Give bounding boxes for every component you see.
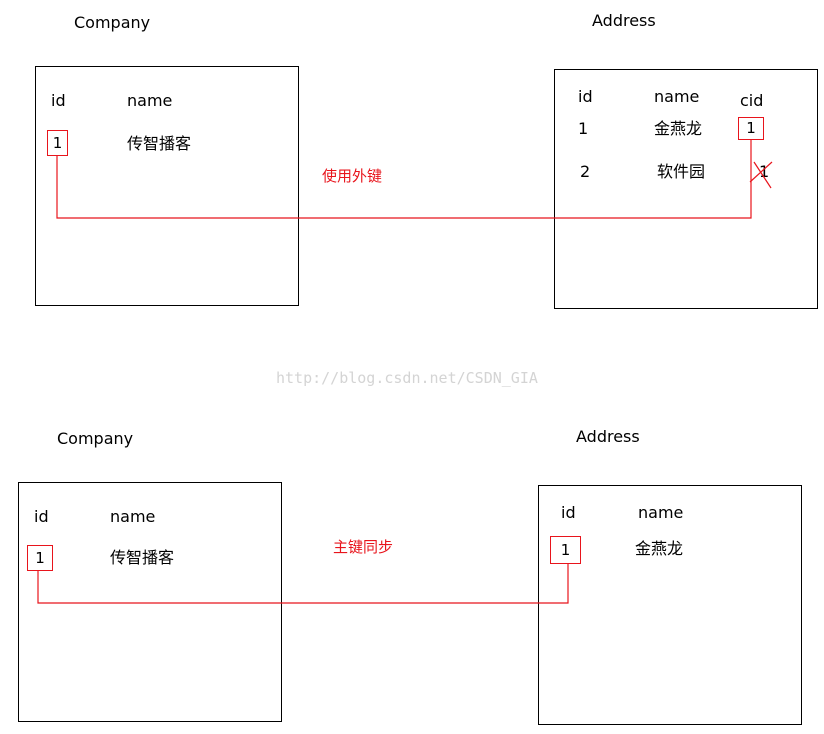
bottom-company-title: Company <box>57 429 134 448</box>
top-address-row1-id: 1 <box>578 119 589 138</box>
top-address-row2-name: 软件园 <box>657 162 706 181</box>
top-address-row2-id: 2 <box>580 162 591 181</box>
top-company-pk-box: 1 <box>47 130 68 156</box>
top-address-col-cid: cid <box>740 91 764 110</box>
bottom-company-pk-box: 1 <box>27 545 53 571</box>
top-company-table-box <box>35 66 299 306</box>
top-company-row-name: 传智播客 <box>127 134 192 153</box>
bottom-address-table-box <box>538 485 802 725</box>
bottom-address-title: Address <box>576 427 640 446</box>
top-relation-label: 使用外键 <box>322 167 383 185</box>
top-address-fk-box: 1 <box>738 117 764 140</box>
bottom-company-row-id: 1 <box>35 548 45 567</box>
top-address-row1-cid: 1 <box>746 119 756 137</box>
top-address-row2-cid: 1 <box>759 162 770 181</box>
top-company-title: Company <box>74 13 151 32</box>
bottom-company-col-name: name <box>110 507 156 526</box>
top-company-row-id: 1 <box>52 133 63 152</box>
bottom-address-row-name: 金燕龙 <box>635 539 684 558</box>
bottom-address-col-id: id <box>561 503 576 522</box>
bottom-address-col-name: name <box>638 503 684 522</box>
top-company-col-name: name <box>127 91 173 110</box>
top-address-col-id: id <box>578 87 593 106</box>
top-address-table-box <box>554 69 818 309</box>
bottom-company-table-box <box>18 482 282 722</box>
top-cid-strike-line-b <box>749 161 773 183</box>
top-address-row1-name: 金燕龙 <box>654 119 703 138</box>
bottom-primary-key-connector <box>37 564 569 604</box>
top-address-title: Address <box>592 11 656 30</box>
top-address-col-name: name <box>654 87 700 106</box>
bottom-address-row-id: 1 <box>560 540 571 559</box>
top-foreign-key-connector <box>56 140 752 219</box>
watermark-url: http://blog.csdn.net/CSDN_GIA <box>276 369 538 387</box>
bottom-company-row-name: 传智播客 <box>110 548 175 567</box>
top-cid-strike-line-a <box>753 161 772 189</box>
top-company-col-id: id <box>51 91 66 110</box>
bottom-address-pk-box: 1 <box>550 536 581 564</box>
bottom-relation-label: 主键同步 <box>333 538 394 556</box>
bottom-company-col-id: id <box>34 507 49 526</box>
